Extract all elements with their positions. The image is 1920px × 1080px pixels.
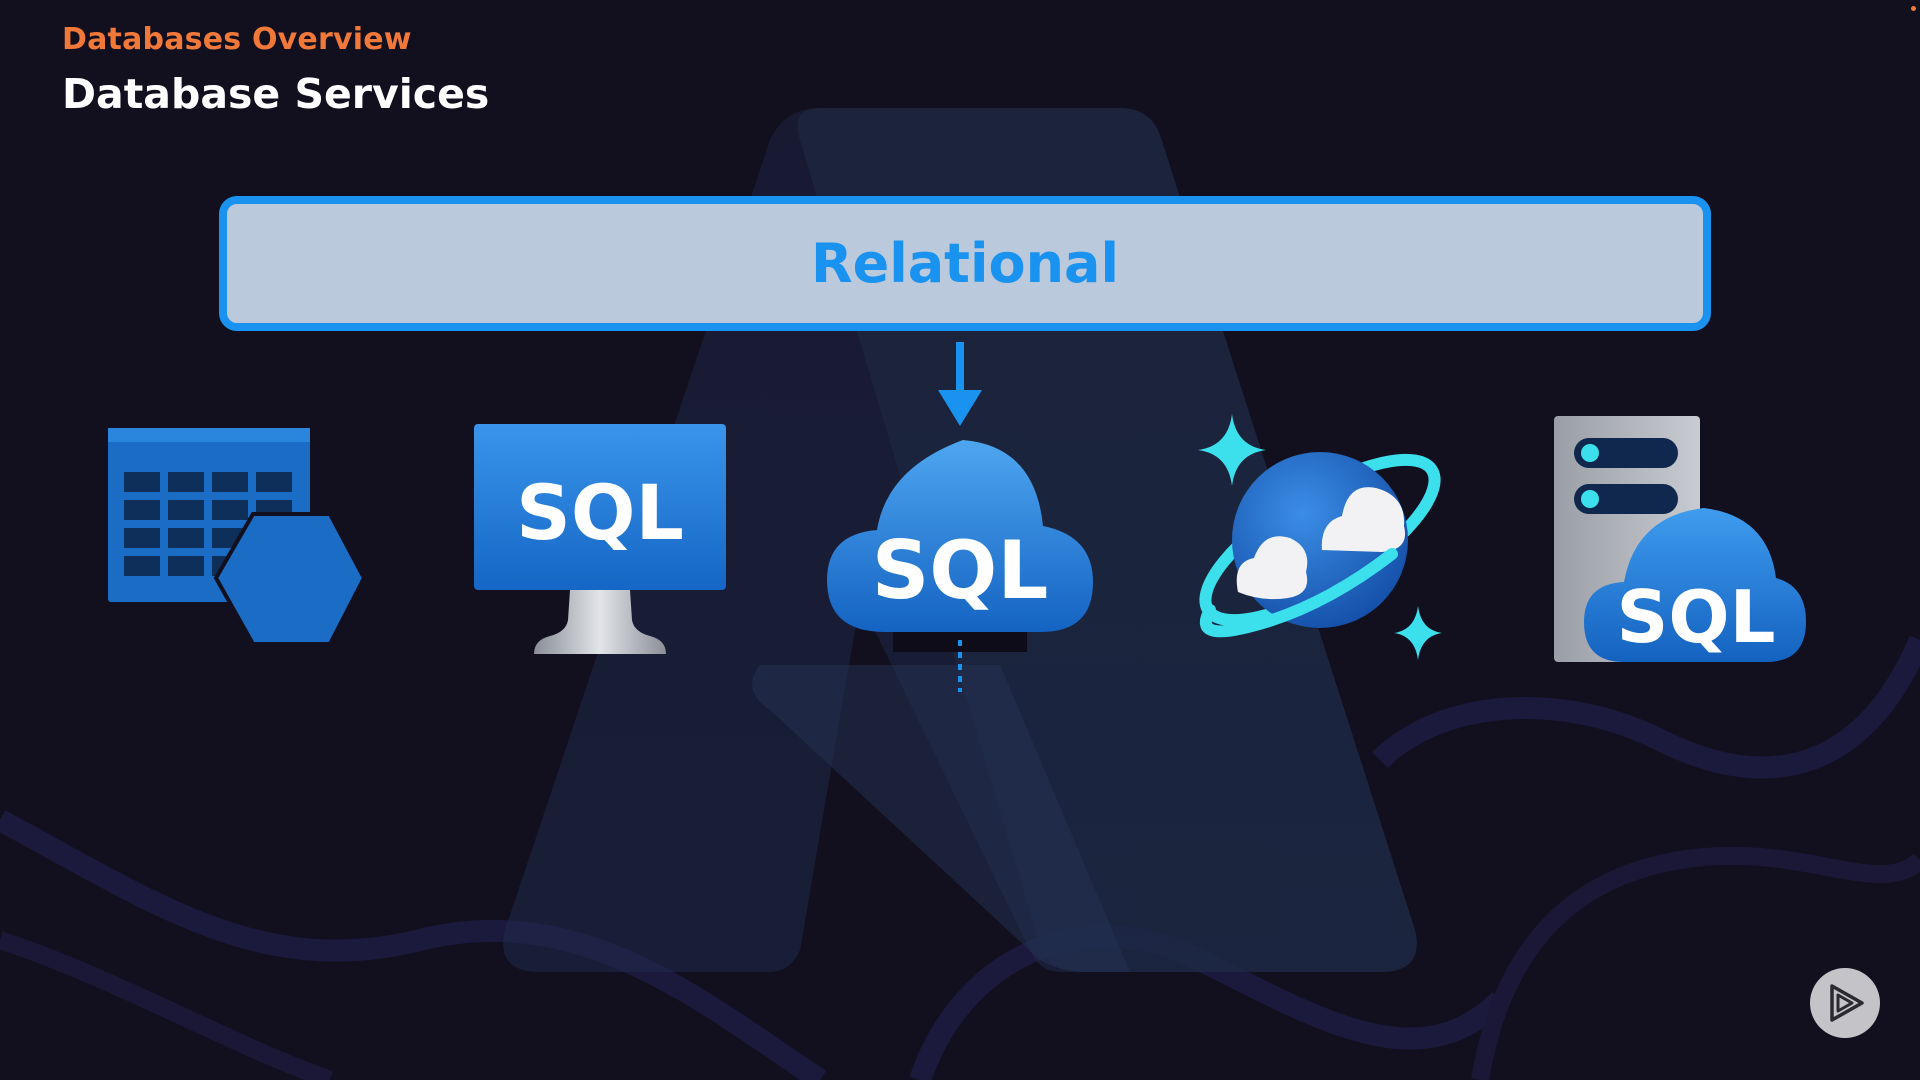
sql-managed-instance-icon: SQL <box>1554 416 1806 662</box>
corner-indicator-dot <box>1911 6 1916 11</box>
section-title: Databases Overview <box>62 22 412 57</box>
play-button[interactable] <box>1810 968 1880 1038</box>
sql-table-hexagon-icon <box>108 428 367 646</box>
sql-database-cloud-icon: SQL <box>827 440 1093 692</box>
slide-title: Database Services <box>62 70 490 118</box>
sql-vm-label: SQL <box>516 468 684 557</box>
relational-category-box: Relational <box>219 196 1711 331</box>
sql-db-label: SQL <box>872 524 1049 617</box>
play-icon <box>1830 984 1864 1022</box>
sql-mi-label: SQL <box>1617 575 1776 659</box>
cosmos-db-planet-icon <box>1198 414 1442 660</box>
sql-virtual-machine-icon: SQL <box>474 424 726 654</box>
relational-label: Relational <box>811 232 1119 295</box>
arrow-down-icon <box>938 342 982 426</box>
